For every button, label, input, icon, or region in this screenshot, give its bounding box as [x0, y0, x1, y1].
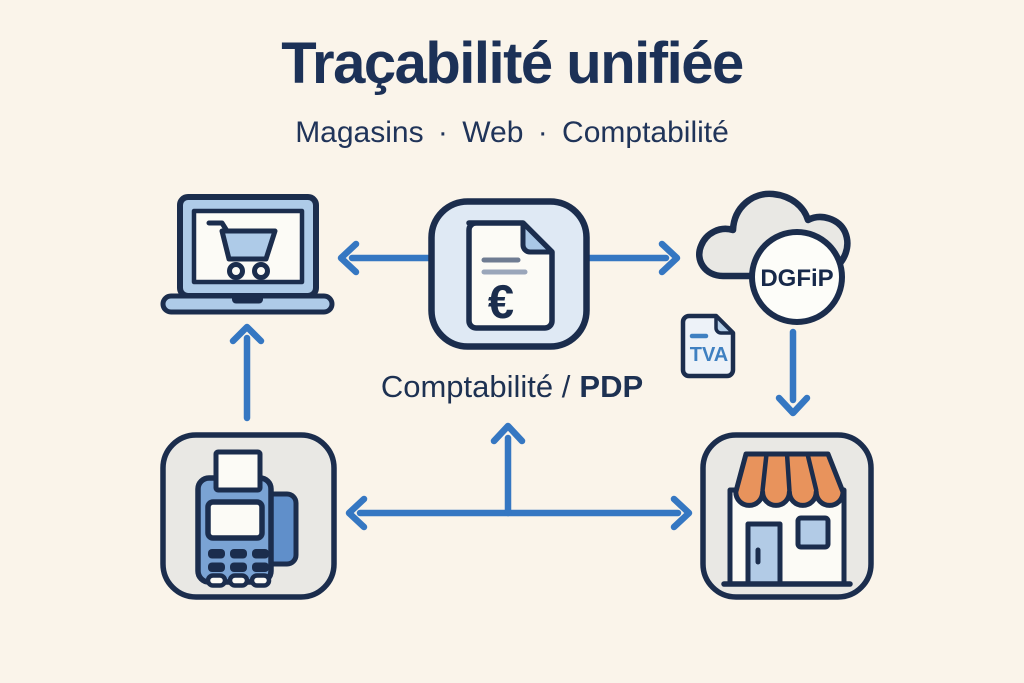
arrow-pdp-to-web: [337, 240, 434, 276]
arrow-pos-store-double: [345, 495, 693, 531]
tva-label: TVA: [690, 344, 729, 366]
page-title: Traçabilité unifiée: [281, 31, 744, 96]
dgfip-cloud-icon: DGFiP: [696, 190, 851, 325]
storefront-icon: [700, 432, 874, 600]
caption-bold: PDP: [579, 369, 644, 404]
tva-document-icon: TVA: [680, 313, 736, 379]
center-caption: Comptabilité /PDP: [0, 369, 1024, 405]
invoice-euro-icon: €: [428, 198, 590, 350]
caption-normal: Comptabilité /: [380, 369, 571, 404]
arrow-link-to-pdp: [490, 422, 526, 517]
dgfip-label: DGFiP: [760, 265, 833, 292]
laptop-shopping-cart-icon: [160, 194, 335, 315]
arrow-pdp-to-dgfip: [584, 240, 681, 276]
payment-terminal-icon: [160, 432, 337, 600]
euro-symbol: €: [488, 275, 514, 328]
page-subtitle: Magasins · Web · Comptabilité: [295, 116, 729, 149]
